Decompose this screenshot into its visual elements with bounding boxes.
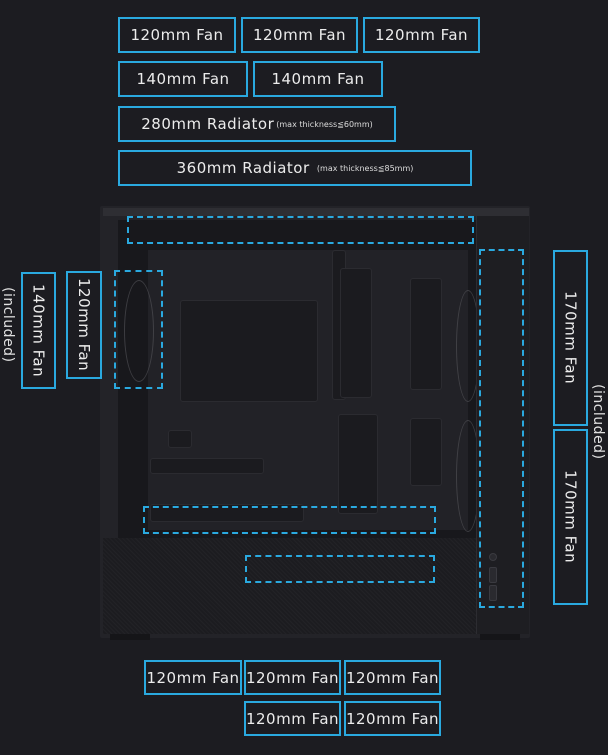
top-radiator-360-label: 360mm Radiator (max thickness≦85mm)	[118, 150, 472, 186]
front-fan-170-label: 170mm Fan	[553, 429, 588, 605]
bottom-fan-120-label: 120mm Fan	[144, 660, 242, 695]
ssd-mount	[340, 268, 372, 398]
top-fan-120-label: 120mm Fan	[118, 17, 236, 53]
ssd-mount	[410, 278, 442, 390]
radiator-280-title: 280mm Radiator	[141, 115, 275, 133]
radiator-280-thickness-note: (max thickness≦60mm)	[276, 119, 373, 129]
top-fan-140-label: 140mm Fan	[118, 61, 248, 97]
top-radiator-280-label: 280mm Radiator(max thickness≦60mm)	[118, 106, 396, 142]
top-fan-120-label: 120mm Fan	[241, 17, 358, 53]
radiator-360-thickness-note: (max thickness≦85mm)	[316, 163, 414, 173]
bottom-fan-120-label: 120mm Fan	[244, 660, 341, 695]
bottom-mount-zone	[143, 506, 436, 534]
rear-fan-140-label: 140mm Fan	[21, 272, 56, 389]
shroud-fan-120-label: 120mm Fan	[344, 701, 441, 736]
front-fan-170-label: 170mm Fan	[553, 250, 588, 426]
tray-cutout	[168, 430, 192, 448]
psu-shroud	[103, 538, 529, 634]
shroud-fan-120-label: 120mm Fan	[244, 701, 341, 736]
case-foot	[480, 634, 520, 640]
cable-routing-slot	[338, 414, 378, 514]
rear-fan-120-label: 120mm Fan	[66, 271, 102, 379]
case-top-panel	[103, 208, 529, 216]
case-foot	[110, 634, 150, 640]
front-panel	[476, 216, 529, 634]
top-fan-120-label: 120mm Fan	[363, 17, 480, 53]
rear-included-note: (included)	[0, 287, 16, 363]
psu-shroud-mount-zone	[245, 555, 435, 583]
radiator-360-title: 360mm Radiator	[176, 159, 310, 177]
front-mount-zone	[479, 249, 524, 608]
tray-cutout	[150, 504, 304, 522]
rear-fan-graphic	[124, 280, 154, 382]
top-fan-140-label: 140mm Fan	[253, 61, 383, 97]
bottom-fan-120-label: 120mm Fan	[344, 660, 441, 695]
rear-mount-zone	[114, 270, 163, 389]
tray-cutout	[150, 458, 264, 474]
audio-port	[489, 553, 497, 561]
ssd-mount	[410, 418, 442, 486]
front-included-note: (included)	[590, 384, 606, 460]
top-mount-zone	[127, 216, 474, 244]
usb-port	[489, 585, 497, 601]
usb-port	[489, 567, 497, 583]
tray-cutout	[180, 300, 318, 402]
